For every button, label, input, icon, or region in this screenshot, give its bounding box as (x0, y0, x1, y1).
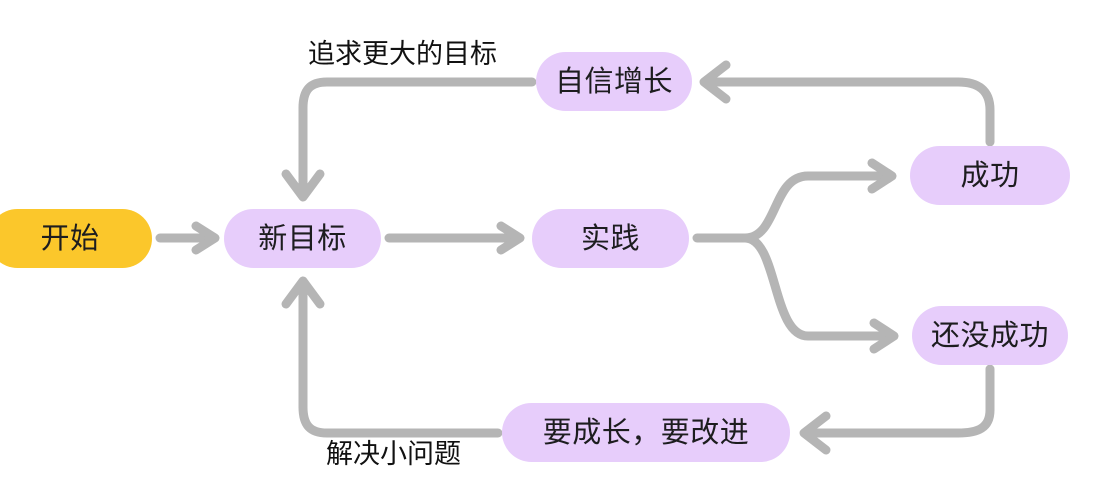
node-practice[interactable]: 实践 (532, 209, 689, 268)
node-not-yet-successful[interactable]: 还没成功 (912, 306, 1068, 365)
node-confidence-growth[interactable]: 自信增长 (536, 52, 692, 111)
node-success[interactable]: 成功 (910, 146, 1070, 205)
node-confidence-growth-label: 自信增长 (554, 64, 673, 98)
node-practice-label: 实践 (580, 221, 640, 255)
edge-label-pursue-bigger-goal: 追求更大的目标 (308, 39, 497, 70)
edge-label-solve-small-problems: 解决小问题 (326, 439, 461, 470)
node-success-label: 成功 (960, 158, 1020, 192)
node-not-yet-successful-label: 还没成功 (930, 318, 1049, 352)
edge-success-to-confidence (699, 60, 995, 147)
edge-start-to-new-goal (155, 221, 220, 255)
node-grow-and-improve-label: 要成长，要改进 (542, 415, 750, 449)
edge-not-yet-to-improve (799, 364, 995, 455)
node-grow-and-improve[interactable]: 要成长，要改进 (502, 403, 790, 462)
node-new-goal-label: 新目标 (258, 221, 347, 255)
node-new-goal[interactable]: 新目标 (224, 209, 381, 268)
node-start-label: 开始 (40, 221, 100, 255)
edge-improve-to-new-goal (281, 276, 503, 438)
edge-confidence-to-new-goal (281, 77, 537, 202)
node-start[interactable]: 开始 (0, 209, 152, 268)
edge-practice-to-success (692, 158, 897, 243)
edge-new-goal-to-practice (384, 221, 525, 255)
edge-practice-to-not-yet (740, 233, 899, 354)
